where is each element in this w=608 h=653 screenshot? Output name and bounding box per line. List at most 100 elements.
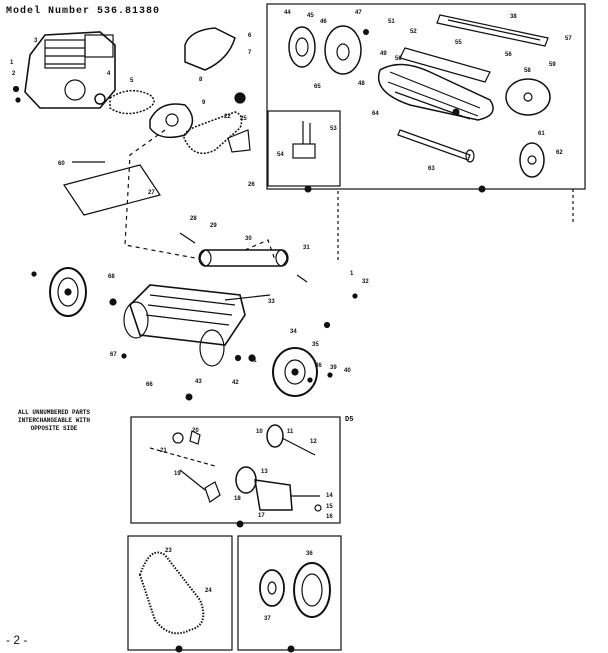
callout-24: 24 [205,588,212,594]
belt-guard [184,27,236,71]
sprocket [259,569,285,607]
roller [199,249,288,267]
callout-37: 37 [264,616,271,622]
callout-44: 44 [284,10,291,16]
callout-28: 28 [190,216,197,222]
callout-13: 13 [261,469,268,475]
callout-25: 25 [240,116,247,122]
callout-30: 30 [245,236,252,242]
section-label: D5 [345,416,354,424]
callout-55: 55 [455,40,462,46]
drive-chain [138,551,205,635]
callout-64: 64 [372,111,379,117]
callout-18: 18 [234,496,241,502]
callout-40: 40 [344,368,351,374]
callout-31: 31 [303,245,310,251]
callout-26: 26 [248,182,255,188]
callout-7: 7 [248,50,252,56]
callout-58: 58 [524,68,531,74]
callout-6: 6 [248,33,252,39]
callout-61: 61 [538,131,545,137]
callout-5: 5 [130,78,134,84]
interchangeable-note: ALL UNNUMBERED PARTS INTERCHANGEABLE WIT… [17,409,90,432]
callout-60: 60 [58,161,65,167]
callout-23: 23 [165,548,172,554]
callout-42: 42 [232,380,239,386]
engine [24,31,116,109]
callout-59: 59 [549,62,556,68]
callout-57: 57 [565,36,572,42]
drive-pulley [149,103,194,139]
callout-4: 4 [107,71,111,77]
callout-35: 35 [312,342,319,348]
model-number: Model Number 536.81380 [6,6,161,17]
callout-14: 14 [326,493,333,499]
callout-34: 34 [290,329,297,335]
callout-50: 50 [395,56,402,62]
callout-68: 68 [108,274,115,280]
bracket-inset-box [267,110,341,187]
callout-43: 43 [195,379,202,385]
reel-housing [324,25,362,75]
callout-11: 11 [287,429,294,435]
callout-53: 53 [330,126,337,132]
callout-41: 41 [250,358,257,364]
drive-subassembly-box [130,416,341,524]
reel-cylinder [377,63,494,121]
callout-51: 51 [388,19,395,25]
callout-47: 47 [355,10,362,16]
callout-22: 22 [224,114,231,120]
callout-36: 36 [315,363,322,369]
reel-assembly-box [266,3,586,190]
callout-2: 2 [12,71,16,77]
callout-49: 49 [380,51,387,57]
callout-33: 33 [268,299,275,305]
callout-8: 8 [199,77,203,83]
mower-frame [129,284,246,346]
side-plate-right [505,78,551,116]
callout-17: 17 [258,513,265,519]
chain-box [127,535,233,651]
callout-9: 9 [202,100,206,106]
callout-66: 66 [146,382,153,388]
sprocket-box [237,535,342,651]
callout-27: 27 [148,190,155,196]
callout-15: 15 [326,504,333,510]
callout-63: 63 [428,166,435,172]
callout-39: 39 [330,365,337,371]
callout-21: 21 [160,448,167,454]
callout-46: 46 [320,19,327,25]
bed-knife [399,47,491,83]
bracket [292,143,316,159]
callout-1: 1 [10,60,14,66]
callout-52: 52 [410,29,417,35]
callout-20: 20 [192,428,199,434]
callout-10: 10 [256,429,263,435]
callout-48: 48 [358,81,365,87]
callout-67: 67 [110,352,117,358]
callout-65: 65 [314,84,321,90]
callout-62: 62 [556,150,563,156]
callout-labels: 3 1 2 4 5 6 7 8 9 22 25 26 27 60 28 29 3… [10,10,572,622]
callout-38: 38 [510,14,517,20]
callout-32: 32 [362,279,369,285]
callout-29: 29 [210,223,217,229]
callout-16: 16 [326,514,333,520]
drive-wheel [293,562,331,618]
callout-36b: 36 [306,551,313,557]
skid-plate [63,164,161,216]
callout-45: 45 [307,13,314,19]
callout-19: 19 [174,471,181,477]
callout-3: 3 [34,38,38,44]
page-number: - 2 - [6,633,28,647]
wheel-left [49,267,87,317]
shaft [397,129,471,161]
callout-12: 12 [310,439,317,445]
wheel-right [272,347,318,397]
callout-1b: 1 [350,271,354,277]
top-bar [436,14,549,47]
reel-plate-left [288,26,316,68]
callout-54: 54 [277,152,284,158]
